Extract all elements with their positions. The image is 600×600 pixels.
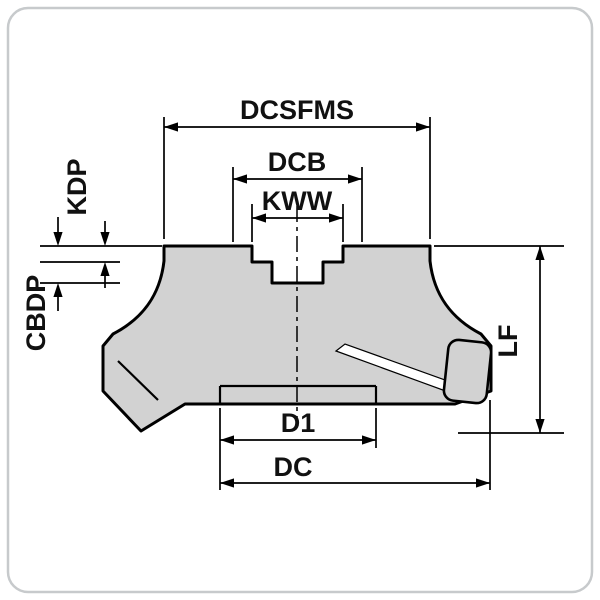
- left-reference-lines: [40, 245, 162, 284]
- right-reference-lines: [434, 245, 564, 434]
- dim-label-kdp: KDP: [62, 158, 92, 215]
- dim-label-dcsfms: DCSFMS: [240, 95, 354, 125]
- dimension-d1: D1: [219, 408, 377, 490]
- body-detail-lines: [117, 360, 378, 404]
- page-border: [6, 6, 594, 594]
- dimension-kww: KWW: [251, 186, 344, 242]
- dimension-dcsfms: DCSFMS: [163, 95, 431, 239]
- dimension-dcb: DCB: [232, 147, 363, 242]
- dimension-lf: LF: [493, 246, 545, 433]
- dim-label-dcb: DCB: [268, 147, 327, 177]
- cutting-insert: [442, 338, 493, 405]
- dimension-cbdp: CBDP: [21, 217, 63, 351]
- dim-label-kww: KWW: [262, 186, 333, 216]
- dimension-dc: DC: [220, 400, 491, 490]
- dimension-kdp: KDP: [62, 158, 110, 288]
- dim-label-lf: LF: [493, 325, 523, 358]
- dim-label-d1: D1: [281, 408, 316, 438]
- dim-label-dc: DC: [274, 452, 313, 482]
- dim-label-cbdp: CBDP: [21, 275, 51, 352]
